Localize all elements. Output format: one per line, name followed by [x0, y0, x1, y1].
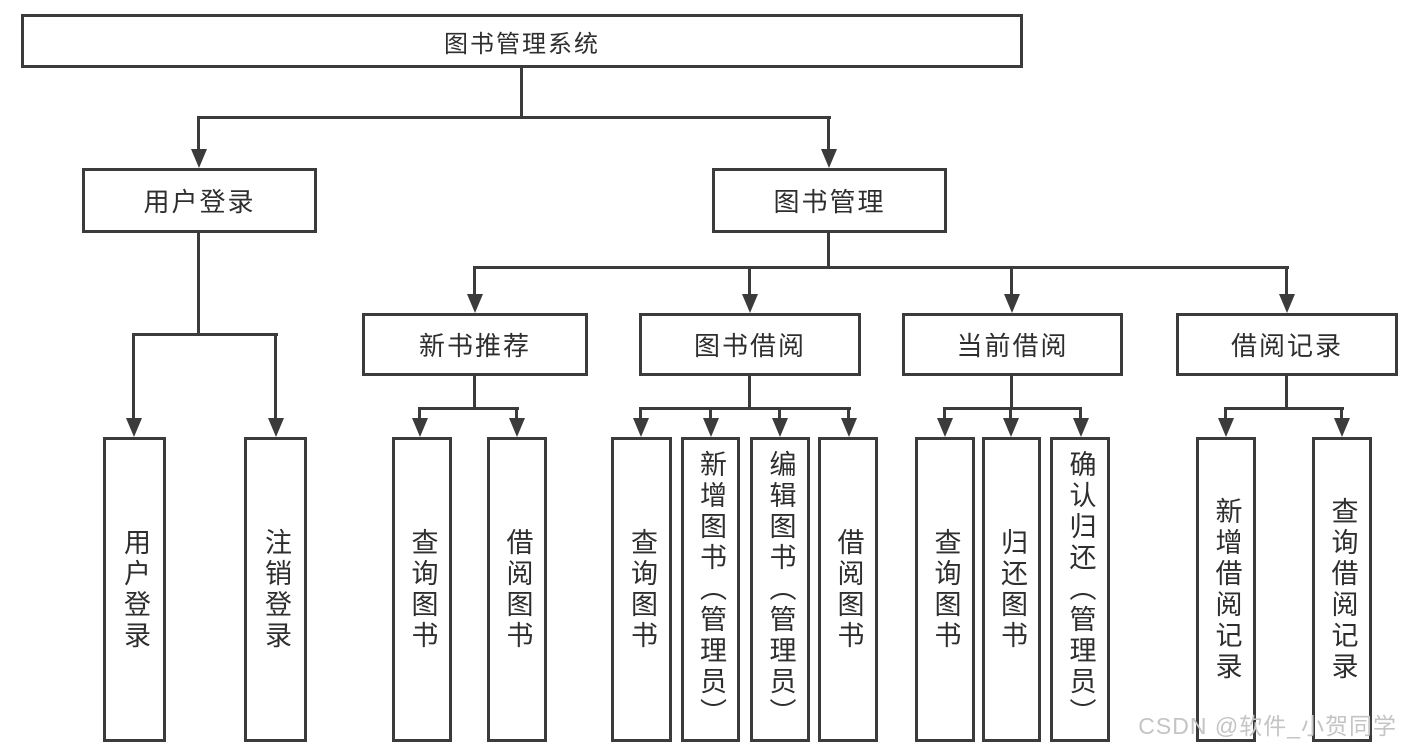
connector-line — [1285, 376, 1288, 409]
node-root-library-system: 图书管理系统 — [21, 14, 1023, 68]
arrowhead-down-icon — [191, 149, 207, 168]
leaf-br-query-record: 查询借阅记录 — [1312, 437, 1372, 742]
connector-line — [1010, 376, 1013, 409]
connector-line — [1224, 407, 1227, 421]
connector-line — [639, 407, 642, 421]
connector-line — [132, 333, 278, 336]
connector-line — [473, 376, 476, 409]
leaf-cb-query-books: 查询图书 — [915, 437, 975, 742]
arrowhead-down-icon — [1279, 294, 1295, 313]
arrowhead-down-icon — [1003, 418, 1019, 437]
leaf-bb-add-books-admin: 新增图书（管理员） — [681, 437, 740, 742]
csdn-watermark: CSDN @软件_小贺同学 — [1138, 713, 1397, 739]
arrowhead-down-icon — [937, 418, 953, 437]
arrowhead-down-icon — [1004, 294, 1020, 313]
connector-line — [943, 407, 946, 421]
connector-line — [274, 333, 277, 421]
leaf-cb-confirm-return-admin: 确认归还（管理员） — [1050, 437, 1110, 742]
connector-line — [827, 116, 830, 152]
arrowhead-down-icon — [509, 418, 525, 437]
connector-line — [748, 376, 751, 409]
connector-line — [418, 407, 519, 410]
connector-line — [778, 407, 781, 421]
arrowhead-down-icon — [841, 418, 857, 437]
connector-line — [1009, 407, 1012, 421]
connector-line — [1224, 407, 1344, 410]
arrowhead-down-icon — [126, 418, 142, 437]
leaf-bb-query-books: 查询图书 — [611, 437, 672, 742]
connector-line — [943, 407, 1082, 410]
connector-line — [197, 233, 200, 335]
leaf-bb-edit-books-admin: 编辑图书（管理员） — [750, 437, 810, 742]
connector-line — [520, 68, 523, 117]
arrowhead-down-icon — [1218, 418, 1234, 437]
leaf-nbr-query-books: 查询图书 — [392, 437, 452, 742]
leaf-bb-borrow-books: 借阅图书 — [818, 437, 878, 742]
connector-line — [473, 266, 476, 297]
connector-line — [418, 407, 421, 421]
leaf-logout: 注销登录 — [244, 437, 307, 742]
arrowhead-down-icon — [467, 294, 483, 313]
connector-line — [847, 407, 850, 421]
node-book-management: 图书管理 — [712, 168, 947, 233]
arrowhead-down-icon — [1073, 418, 1089, 437]
node-user-login: 用户登录 — [82, 168, 317, 233]
leaf-nbr-borrow-books: 借阅图书 — [487, 437, 547, 742]
arrowhead-down-icon — [412, 418, 428, 437]
arrowhead-down-icon — [703, 418, 719, 437]
connector-line — [197, 116, 200, 152]
connector-line — [1285, 266, 1288, 297]
connector-line — [639, 407, 851, 410]
node-current-borrow: 当前借阅 — [902, 313, 1123, 376]
connector-line — [473, 266, 1289, 269]
connector-line — [827, 233, 830, 268]
arrowhead-down-icon — [742, 294, 758, 313]
arrowhead-down-icon — [1334, 418, 1350, 437]
connector-line — [1010, 266, 1013, 297]
arrowhead-down-icon — [268, 418, 284, 437]
arrowhead-down-icon — [821, 149, 837, 168]
connector-line — [748, 266, 751, 297]
arrowhead-down-icon — [772, 418, 788, 437]
arrowhead-down-icon — [633, 418, 649, 437]
connector-line — [515, 407, 518, 421]
connector-line — [709, 407, 712, 421]
connector-line — [197, 116, 831, 119]
connector-line — [1340, 407, 1343, 421]
leaf-br-add-record: 新增借阅记录 — [1196, 437, 1256, 742]
connector-line — [132, 333, 135, 421]
node-book-borrow: 图书借阅 — [639, 313, 861, 376]
leaf-user-login: 用户登录 — [103, 437, 166, 742]
node-new-book-recommend: 新书推荐 — [362, 313, 588, 376]
connector-line — [1079, 407, 1082, 421]
node-borrow-records: 借阅记录 — [1176, 313, 1398, 376]
leaf-cb-return-books: 归还图书 — [982, 437, 1041, 742]
